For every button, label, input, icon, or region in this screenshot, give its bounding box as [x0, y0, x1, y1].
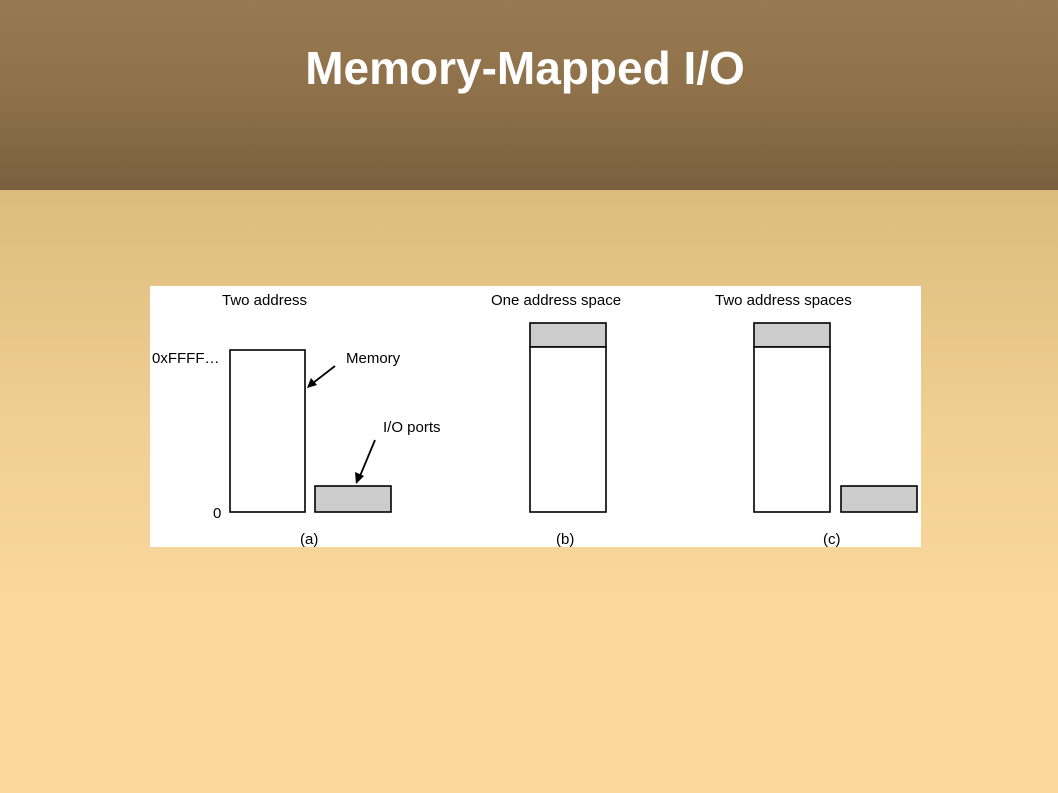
top-address-label: 0xFFFF…	[152, 350, 220, 367]
memory-arrow-head	[307, 378, 317, 388]
panel-b-heading: One address space	[491, 292, 621, 309]
panel-c-caption: (c)	[823, 531, 841, 547]
panel-a-heading: Two address	[222, 292, 307, 309]
bottom-address-label: 0	[213, 505, 221, 522]
panel-c-memory-block	[753, 346, 831, 513]
panel-a: Two address 0xFFFF… 0 Memory I/O ports (…	[152, 292, 441, 547]
memory-arrow-line	[312, 365, 336, 384]
title-bar: Memory-Mapped I/O	[0, 0, 1058, 190]
panel-b-caption: (b)	[556, 531, 574, 547]
panel-b: One address space (b)	[491, 292, 621, 547]
panel-a-memory-block	[229, 349, 306, 513]
memory-mapped-io-figure: Two address 0xFFFF… 0 Memory I/O ports (…	[150, 286, 921, 547]
io-ports-arrow-head	[355, 472, 364, 484]
panel-a-io-ports-block	[314, 485, 392, 513]
slide-title: Memory-Mapped I/O	[305, 42, 745, 94]
panel-b-memory-block	[529, 346, 607, 513]
panel-c-io-ports-block	[840, 485, 918, 513]
panel-c-io-block	[753, 322, 831, 348]
panel-b-io-block	[529, 322, 607, 348]
panel-a-caption: (a)	[300, 531, 318, 547]
io-ports-label: I/O ports	[383, 419, 441, 436]
io-ports-arrow-line	[359, 439, 376, 477]
memory-label: Memory	[346, 350, 401, 367]
panel-c: Two address spaces (c)	[715, 292, 918, 547]
panel-c-heading: Two address spaces	[715, 292, 852, 309]
figure-svg: Two address 0xFFFF… 0 Memory I/O ports (…	[152, 292, 918, 547]
